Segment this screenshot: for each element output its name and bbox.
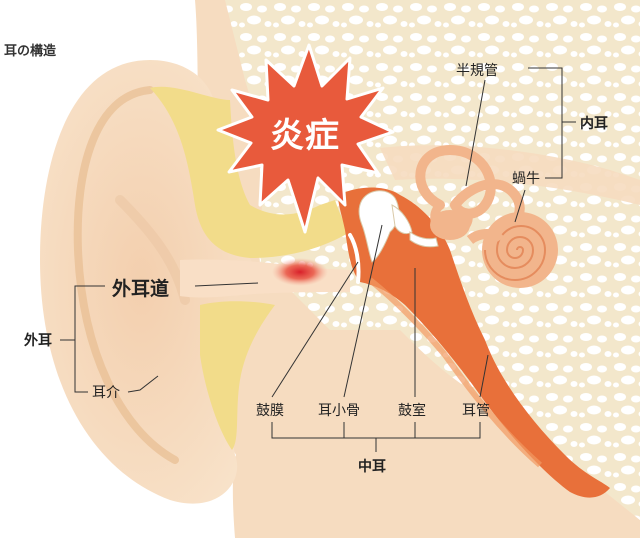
cochlea-label: 蝸牛	[512, 171, 540, 187]
inflammation-spot	[272, 258, 328, 286]
semicircular-canals-label: 半規管	[456, 63, 498, 79]
tympanic-cavity	[338, 187, 610, 498]
inflammation-label: 炎症	[270, 116, 340, 156]
auricle-label: 耳介	[92, 385, 120, 401]
ossicles-label: 耳小骨	[318, 403, 360, 419]
ossicles	[358, 190, 439, 263]
eardrum	[348, 233, 361, 284]
inner-ear-label: 内耳	[580, 116, 608, 132]
canal-cartilage-lower	[200, 301, 275, 450]
eustachian-tube-label: 耳管	[462, 403, 490, 419]
cochlea	[466, 212, 558, 288]
diagram-title: 耳の構造	[4, 44, 57, 59]
ear-canal-label: 外耳道	[112, 278, 170, 300]
inflammation-burst	[216, 43, 395, 234]
tympanic-cavity-label: 鼓室	[398, 403, 426, 419]
eardrum-label: 鼓膜	[256, 403, 284, 419]
middle-ear-label: 中耳	[358, 459, 386, 475]
leader-lines	[60, 67, 576, 452]
outer-ear-label: 外耳	[24, 333, 52, 349]
